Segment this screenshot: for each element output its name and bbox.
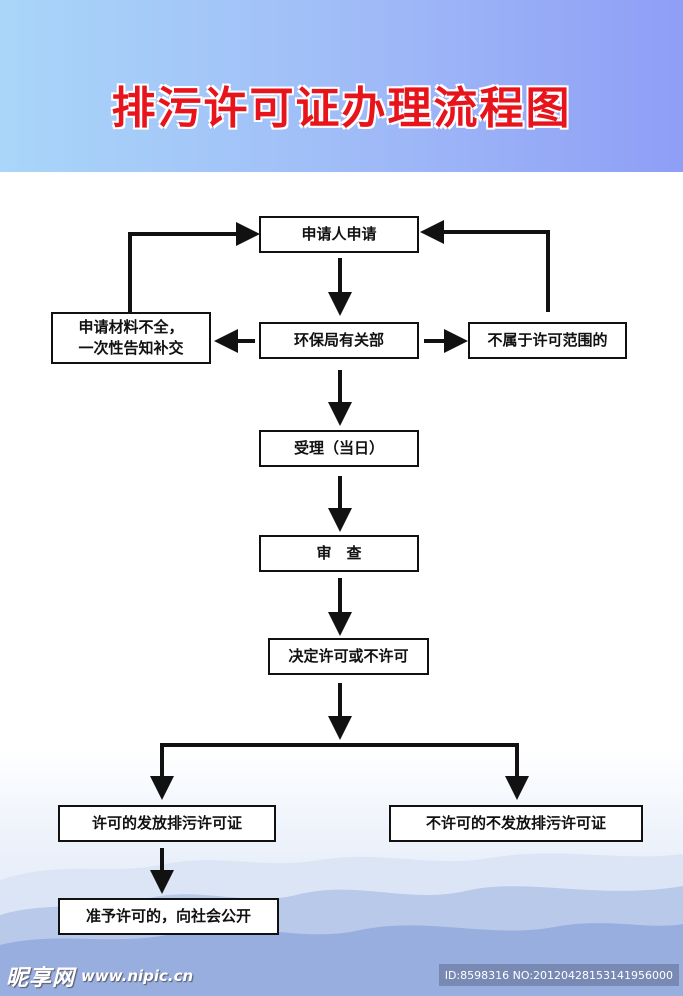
page-title: 排污许可证办理流程图	[111, 83, 572, 134]
watermark-id: ID:8598316 NO:20120428153141956000	[438, 964, 679, 986]
node-out-of-scope: 不属于许可范围的	[468, 322, 627, 359]
header-banner	[0, 0, 683, 172]
watermark-logo: 昵享网	[6, 966, 76, 991]
node-accept: 受理（当日）	[259, 430, 419, 467]
node-grant: 许可的发放排污许可证	[58, 805, 276, 842]
node-publish: 准予许可的，向社会公开	[58, 898, 279, 935]
watermark-brand: 昵享网 www.nipic.cn	[6, 962, 194, 991]
node-apply: 申请人申请	[259, 216, 419, 253]
node-decide: 决定许可或不许可	[268, 638, 429, 675]
node-review: 审 查	[259, 535, 419, 572]
arrow-incomplete-to-apply	[128, 222, 260, 312]
watermark-url: www.nipic.cn	[81, 967, 194, 985]
node-env-bureau: 环保局有关部	[259, 322, 419, 359]
arrow-outofscope-to-apply	[420, 220, 550, 312]
node-incomplete: 申请材料不全， 一次性告知补交	[51, 312, 211, 364]
node-deny: 不许可的不发放排污许可证	[389, 805, 643, 842]
